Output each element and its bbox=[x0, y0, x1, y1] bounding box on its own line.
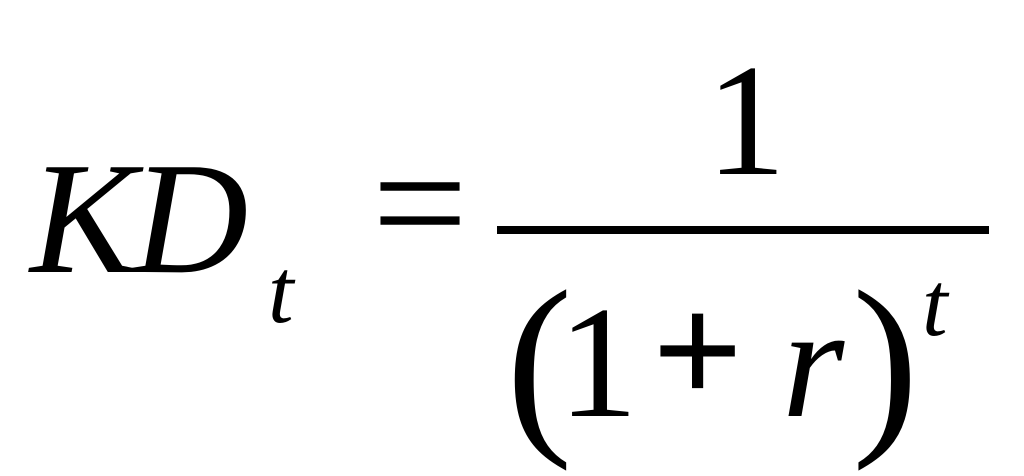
equals-sign: = bbox=[372, 109, 468, 297]
denominator-close-paren: ) bbox=[852, 251, 919, 472]
denominator-open-paren: ( bbox=[506, 251, 573, 472]
formula-lhs-symbol: KD bbox=[30, 129, 248, 307]
fraction-bar bbox=[497, 226, 989, 234]
formula-lhs-subscript: t bbox=[268, 240, 294, 342]
denominator-one: 1 bbox=[558, 273, 638, 451]
denominator-rate: r bbox=[782, 273, 845, 451]
denominator-plus-sign: + bbox=[652, 261, 744, 439]
fraction-numerator: 1 bbox=[706, 31, 786, 209]
denominator-exponent: t bbox=[922, 253, 948, 355]
